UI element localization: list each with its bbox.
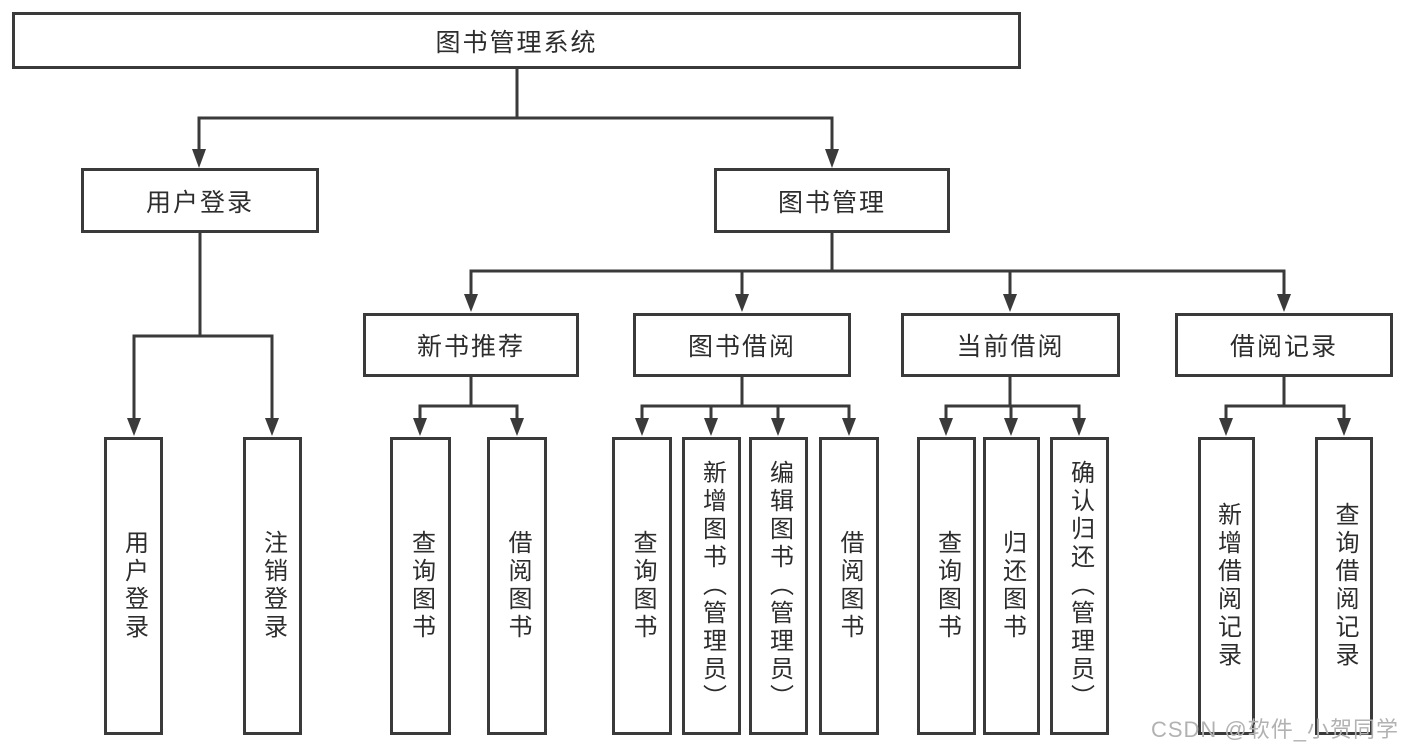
connector-userlogin-to-leaves: [127, 231, 279, 436]
leaf-query-borrow-record-label: 查询借阅记录: [1331, 502, 1358, 670]
leaf-borrow-books-label: 借阅图书: [836, 530, 863, 642]
node-new-book-recommend: 新书推荐: [363, 313, 579, 377]
node-book-borrowing-label: 图书借阅: [687, 333, 796, 361]
connector-bookmgmt-to-level3: [464, 231, 1291, 312]
node-book-borrowing: 图书借阅: [633, 313, 851, 377]
leaf-query-books-borrowing-label: 查询图书: [629, 530, 656, 642]
connector-current-to-leaves: [939, 375, 1086, 436]
connector-borrow-to-leaves: [635, 375, 856, 436]
leaf-confirm-return-admin-label: 确认归还（管理员）: [1066, 460, 1094, 712]
leaf-confirm-return-admin: 确认归还（管理员）: [1050, 437, 1109, 735]
node-user-login: 用户登录: [81, 168, 319, 233]
node-borrowing-records: 借阅记录: [1175, 313, 1393, 377]
leaf-query-books-recommend: 查询图书: [390, 437, 451, 735]
leaf-logout-label: 注销登录: [259, 530, 287, 642]
node-new-book-recommend-label: 新书推荐: [416, 333, 525, 361]
leaf-borrow-books-recommend-label: 借阅图书: [504, 530, 531, 642]
leaf-edit-books-admin-label: 编辑图书（管理员）: [765, 460, 793, 712]
leaf-return-books-label: 归还图书: [998, 530, 1026, 642]
leaf-query-books-current-label: 查询图书: [933, 530, 961, 642]
node-library-system: 图书管理系统: [12, 12, 1021, 69]
connector-root-to-level2: [192, 66, 839, 168]
leaf-logout: 注销登录: [243, 437, 302, 735]
node-current-borrowing: 当前借阅: [901, 313, 1120, 377]
leaf-edit-books-admin: 编辑图书（管理员）: [749, 437, 808, 735]
node-book-management-label: 图书管理: [777, 188, 886, 217]
node-book-management: 图书管理: [714, 168, 950, 233]
leaf-borrow-books: 借阅图书: [819, 437, 879, 735]
leaf-query-books-recommend-label: 查询图书: [407, 530, 435, 642]
leaf-query-borrow-record: 查询借阅记录: [1315, 437, 1373, 735]
leaf-user-login: 用户登录: [104, 437, 163, 735]
leaf-return-books: 归还图书: [983, 437, 1040, 735]
leaf-query-books-current: 查询图书: [917, 437, 976, 735]
csdn-watermark: CSDN @软件_小贺同学: [1150, 717, 1399, 742]
node-borrowing-records-label: 借阅记录: [1229, 333, 1338, 361]
connector-records-to-leaves: [1219, 375, 1351, 436]
leaf-borrow-books-recommend: 借阅图书: [487, 437, 547, 735]
leaf-add-books-admin-label: 新增图书（管理员）: [698, 460, 726, 712]
leaf-add-books-admin: 新增图书（管理员）: [682, 437, 741, 735]
leaf-query-books-borrowing: 查询图书: [612, 437, 672, 735]
connector-newbook-to-leaves: [413, 375, 524, 436]
leaf-add-borrow-record: 新增借阅记录: [1198, 437, 1255, 735]
node-library-system-label: 图书管理系统: [435, 28, 598, 57]
node-user-login-label: 用户登录: [145, 188, 254, 217]
node-current-borrowing-label: 当前借阅: [956, 333, 1065, 361]
leaf-user-login-label: 用户登录: [120, 530, 148, 642]
leaf-add-borrow-record-label: 新增借阅记录: [1213, 502, 1241, 670]
